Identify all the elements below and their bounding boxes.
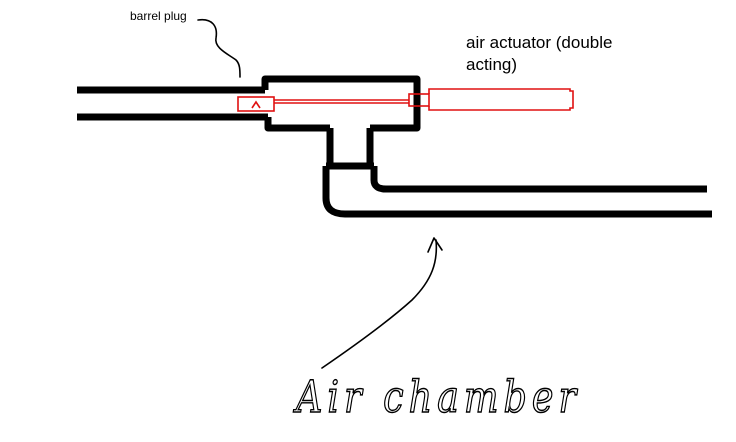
air-actuator-label-line1: air actuator (double xyxy=(466,33,613,52)
air-chamber-arrow xyxy=(321,237,443,369)
air-chamber-pipe xyxy=(322,166,712,218)
air-actuator-label-line2: acting) xyxy=(466,55,518,74)
air-actuator xyxy=(237,88,574,112)
barrel-plug-label: barrel plug xyxy=(130,9,187,23)
air-chamber-label: Air chamber xyxy=(293,372,581,423)
t-junction xyxy=(261,75,421,170)
barrel-pipe xyxy=(77,86,268,121)
barrel-plug-pointer xyxy=(197,18,241,78)
air-actuator-label: air actuator (double acting) xyxy=(466,32,612,76)
